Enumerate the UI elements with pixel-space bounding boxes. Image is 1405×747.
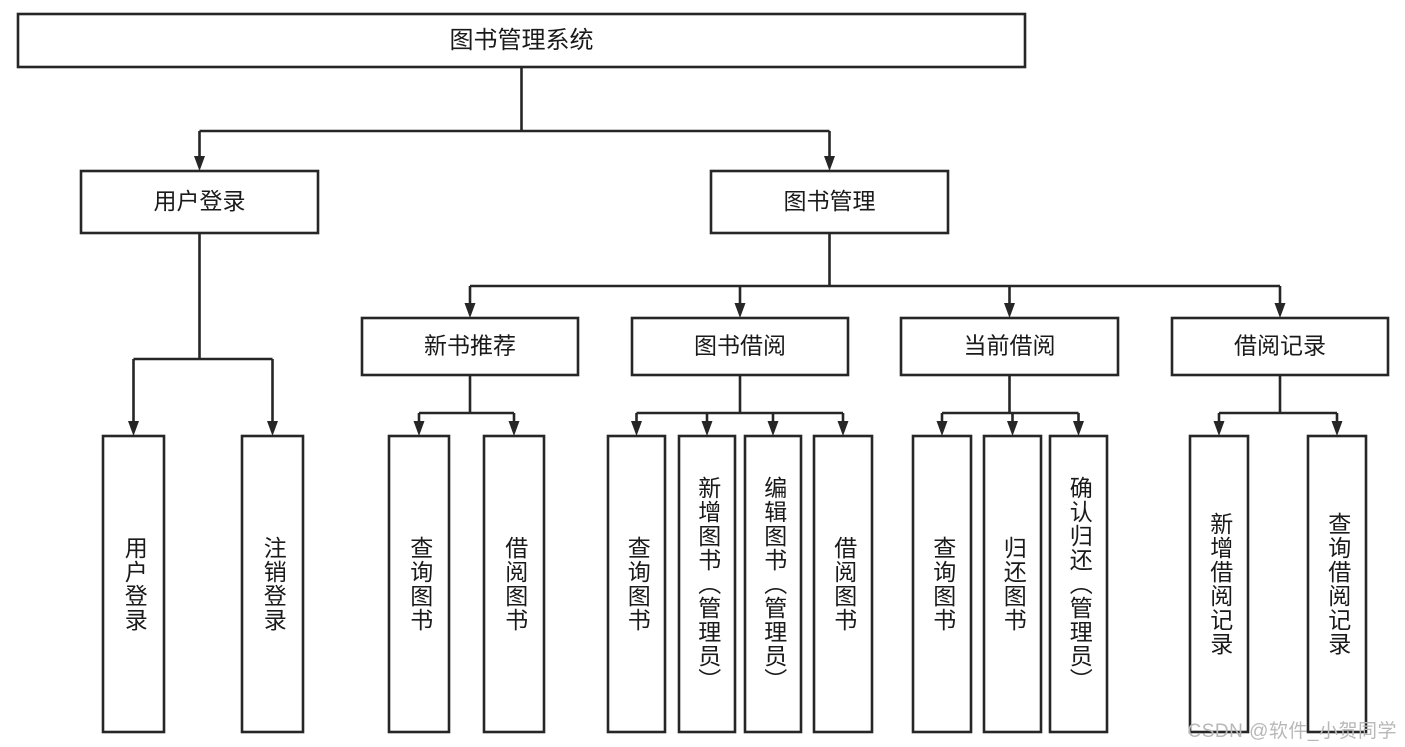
node-box: [387, 434, 451, 734]
node-leaf-borrow-book-2[interactable]: [812, 434, 874, 734]
node-label: 图书管理系统: [450, 27, 594, 54]
node-box: [1306, 434, 1368, 734]
edge-group-user-login: [128, 233, 278, 436]
node-box: [677, 434, 737, 734]
node-leaf-edit-book[interactable]: [743, 434, 803, 734]
node-box: [606, 434, 667, 734]
node-box: [1188, 434, 1250, 734]
node-leaf-return-book[interactable]: [982, 434, 1043, 734]
node-leaf-query-book-3[interactable]: [911, 434, 973, 734]
edge-group-root: [194, 67, 835, 171]
node-box: [911, 434, 973, 734]
node-borrow-record[interactable]: 借阅记录: [1170, 316, 1390, 377]
node-box: [360, 316, 580, 377]
node-label: 图书借阅: [694, 333, 786, 359]
node-leaf-query-book-1[interactable]: [387, 434, 451, 734]
edge-group-current-borrow: [936, 375, 1084, 436]
node-label: 图书管理: [784, 188, 876, 214]
node-leaf-logout[interactable]: [240, 434, 305, 734]
node-box: [482, 434, 546, 734]
node-box: [630, 316, 850, 377]
watermark-text: CSDN @软件_小贺同学: [1187, 721, 1397, 742]
node-box: [812, 434, 874, 734]
node-leaf-borrow-book-1[interactable]: [482, 434, 546, 734]
node-box: [240, 434, 305, 734]
node-root[interactable]: 图书管理系统: [16, 12, 1027, 69]
node-leaf-query-book-2[interactable]: [606, 434, 667, 734]
node-leaf-add-book[interactable]: [677, 434, 737, 734]
edge-group-book-borrow: [631, 375, 849, 436]
node-leaf-query-record[interactable]: [1306, 434, 1368, 734]
node-box: [1048, 434, 1109, 734]
node-box: [79, 169, 320, 235]
node-book-manage[interactable]: 图书管理: [709, 169, 950, 235]
node-box: [899, 316, 1120, 377]
node-box: [743, 434, 803, 734]
edge-group-book-manage: [464, 233, 1286, 318]
node-box: [709, 169, 950, 235]
node-new-book-recommend[interactable]: 新书推荐: [360, 316, 580, 377]
node-box: [16, 12, 1027, 69]
node-leaf-user-login[interactable]: [101, 434, 166, 734]
connector-edges: [128, 67, 1343, 436]
node-label: 当前借阅: [964, 333, 1056, 359]
node-leaf-add-record[interactable]: [1188, 434, 1250, 734]
edge-group-borrow-record: [1213, 375, 1343, 436]
edge-group-new-book-recommend: [413, 375, 520, 436]
node-label: 用户登录: [154, 188, 246, 214]
node-current-borrow[interactable]: 当前借阅: [899, 316, 1120, 377]
node-leaf-confirm-return[interactable]: [1048, 434, 1109, 734]
node-box: [1170, 316, 1390, 377]
node-label: 借阅记录: [1234, 333, 1326, 359]
node-book-borrow[interactable]: 图书借阅: [630, 316, 850, 377]
node-box: [982, 434, 1043, 734]
node-label: 新书推荐: [424, 333, 516, 359]
node-box: [101, 434, 166, 734]
node-user-login[interactable]: 用户登录: [79, 169, 320, 235]
